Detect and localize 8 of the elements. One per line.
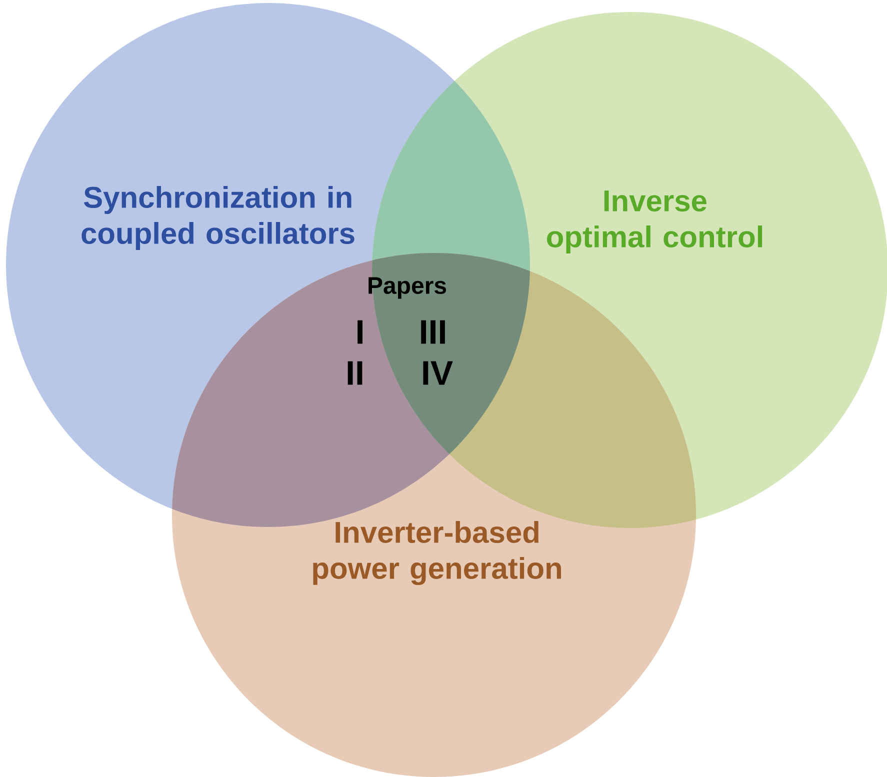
paper-numeral: I	[358, 320, 362, 344]
paper-numeral: III	[421, 320, 445, 344]
circle-label: Synchronization in coupled oscillators	[82, 186, 354, 250]
circle-label: Inverter-based power generation	[313, 520, 561, 586]
heading-label: Papers	[368, 277, 446, 299]
paper-numeral: IV	[423, 361, 453, 385]
circle-label: Inverse optimal control	[547, 190, 762, 254]
paper-numeral: II	[348, 361, 362, 385]
